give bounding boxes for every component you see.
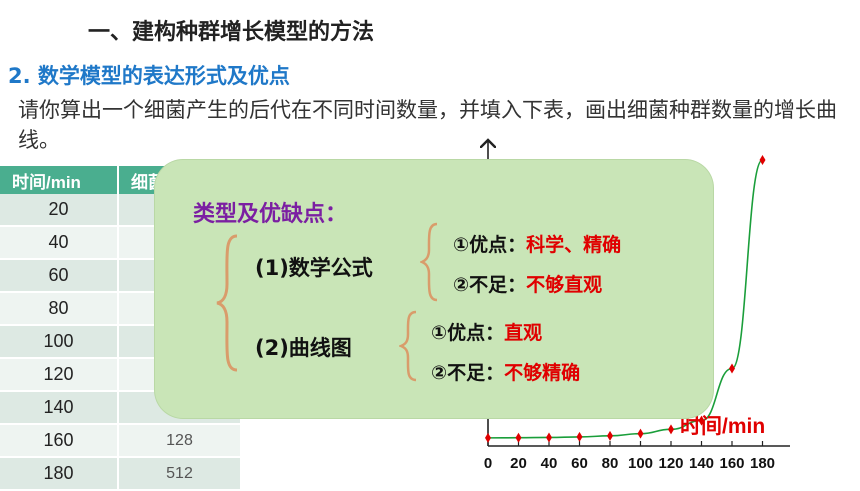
data-point [729,363,735,374]
x-tick-label: 20 [510,455,527,472]
curve-advantage: ①优点：直观 [431,322,543,344]
growth-chart: 0 20 40 60 80 100 120 140 160 180 [460,130,790,472]
section-title: 一、建构种群增长模型的方法 [88,20,375,45]
time-cell: 60 [0,260,119,293]
time-cell: 180 [0,458,119,491]
data-point [668,424,674,435]
x-tick-label: 100 [628,455,653,472]
time-cell: 160 [0,425,119,458]
data-point [607,430,613,441]
curve-label: (2)曲线图 [255,336,352,360]
instruction-paragraph: 请你算出一个细菌产生的后代在不同时间数量，并填入下表，画出细菌种群数量的增长曲线… [18,98,837,152]
time-cell: 140 [0,392,119,425]
data-point [637,428,644,439]
formula-brace-icon [420,222,438,302]
data-point [576,431,583,442]
x-tick-label: 80 [602,455,619,472]
x-tick-label: 180 [750,455,775,472]
time-cell: 20 [0,194,119,227]
time-cell: 120 [0,359,119,392]
time-cell: 40 [0,227,119,260]
x-tick-label: 160 [719,455,744,472]
x-tick-label: 0 [484,455,492,472]
data-point [698,415,705,426]
formula-disadvantage: ②不足：不够直观 [453,274,603,296]
formula-advantage: ①优点：科学、精确 [453,234,622,256]
formula-label: (1)数学公式 [255,256,373,280]
x-tick-label: 120 [658,455,683,472]
data-point [759,155,766,165]
bacteria-count-cell: 512 [119,458,240,491]
time-cell: 80 [0,293,119,326]
card-title: 类型及优缺点： [193,202,348,227]
data-point [515,432,522,443]
x-tick-label: 60 [571,455,588,472]
sub-title: 2. 数学模型的表达形式及优点 [8,64,290,88]
left-brace-icon [216,234,238,372]
x-axis-label: 时间/min [680,415,766,438]
x-tick-label: 40 [541,455,558,472]
data-point [485,432,491,443]
summary-card: 类型及优缺点： (1)数学公式 ①优点：科学、精确 ②不足：不够直观 (2)曲线… [155,160,713,418]
table-header-time: 时间/min [0,166,119,194]
curve-disadvantage: ②不足：不够精确 [431,362,581,384]
bacteria-count-cell: 128 [119,425,240,458]
data-point [546,432,552,443]
x-tick-label: 140 [689,455,714,472]
time-cell: 100 [0,326,119,359]
curve-brace-icon [399,310,417,382]
